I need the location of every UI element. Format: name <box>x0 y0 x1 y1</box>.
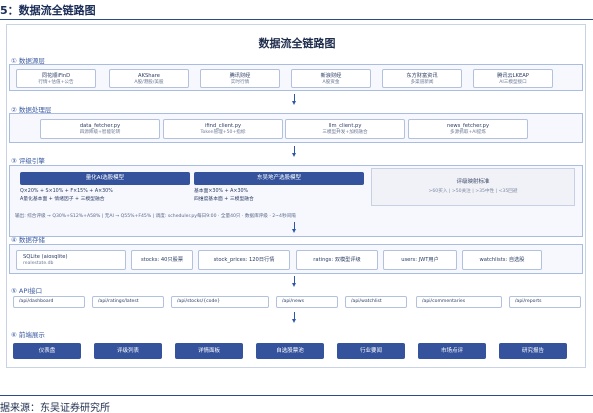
footer-rule <box>0 395 593 396</box>
node-title: llm_client.py <box>328 123 362 129</box>
node-subtitle: 多源抓取+AI提炼 <box>450 130 486 135</box>
source-node-sina: 新浪财经 A股资金 <box>291 69 371 88</box>
section-label-engine: ③ 评级引擎 <box>11 157 45 165</box>
api-endpoint: /api/ratings/latest <box>92 296 164 308</box>
source-node-akshare: AKShare A股/港股/美股 <box>109 69 189 88</box>
flow-arrow-icon <box>292 94 298 106</box>
figure-header: 5：数据流全链路图 <box>0 0 593 20</box>
storage-node-stocks: stocks: 40只股票 <box>131 250 193 270</box>
api-endpoint: /api/commentaries <box>416 296 502 308</box>
node-title: ratings: 双模型评级 <box>313 257 361 263</box>
dw-formula: 基本面×30% + A×30% <box>194 189 249 194</box>
section-label-sources: ① 数据源层 <box>11 57 45 65</box>
section-label-storage: ④ 数据存储 <box>11 236 45 244</box>
frontend-dashboard-button[interactable]: 仪表盘 <box>13 343 81 359</box>
source-node-lkeap: 腾讯云LKEAP AI三模型接口 <box>473 69 553 88</box>
node-subtitle: 四源降级+智能轮转 <box>79 130 121 135</box>
storage-layer: SQLite (aiosqlite) realestate.db stocks:… <box>9 244 583 274</box>
node-subtitle: 实时行情 <box>230 80 250 85</box>
node-title: 东方财富资讯 <box>406 73 438 79</box>
node-title: 同花顺iFinD <box>41 73 71 79</box>
header-rule <box>0 19 593 20</box>
quant-model-header: 量化AI选股模型 <box>20 172 190 185</box>
node-subtitle: AI三模型接口 <box>499 80 527 85</box>
node-subtitle: Token管理+50+指标 <box>200 130 246 135</box>
storage-node-users: users: JWT用户 <box>383 250 457 270</box>
node-subtitle: 多渠道新闻 <box>410 80 434 85</box>
node-title: AKShare <box>138 73 160 79</box>
source-node-ifind: 同花顺iFinD 行情+估值+公告 <box>16 69 96 88</box>
quant-formula: Q×20% + S×10% + F×15% + A×30% <box>20 189 113 194</box>
node-title: users: JWT用户 <box>401 257 439 263</box>
diagram-frame: 数据流全链路图 ① 数据源层 同花顺iFinD 行情+估值+公告 AKShare… <box>6 24 586 368</box>
processor-node-data-fetcher: data_fetcher.py 四源降级+智能轮转 <box>40 119 160 139</box>
flow-arrow-icon <box>292 222 298 234</box>
section-label-frontend: ⑥ 前端展示 <box>11 331 45 339</box>
api-endpoint: /api/stocks/{code} <box>171 296 269 308</box>
section-label-api: ⑤ API接口 <box>11 287 43 295</box>
frontend-watchlist-button[interactable]: 自选股票池 <box>256 343 324 359</box>
frontend-research-report-button[interactable]: 研究报告 <box>499 343 567 359</box>
dw-model-header: 东吴地产选股模型 <box>194 172 364 185</box>
processor-node-ifind-client: ifind_client.py Token管理+50+指标 <box>163 119 283 139</box>
flow-arrow-icon <box>292 146 298 158</box>
processing-layer: data_fetcher.py 四源降级+智能轮转 ifind_client.p… <box>9 113 583 143</box>
processor-node-llm-client: llm_client.py 三模型并发+加权融合 <box>285 119 405 139</box>
api-endpoint: /api/dashboard <box>13 296 85 308</box>
frontend-industry-news-button[interactable]: 行业要闻 <box>337 343 405 359</box>
node-title: 腾讯云LKEAP <box>497 73 529 79</box>
node-subtitle: realestate.db <box>23 261 54 266</box>
flow-arrow-icon <box>292 312 298 324</box>
source-node-eastmoney: 东方财富资讯 多渠道新闻 <box>382 69 462 88</box>
node-title: news_fetcher.py <box>446 123 490 129</box>
api-endpoint: /api/watchlist <box>345 296 407 308</box>
frontend-detail-panel-button[interactable]: 详情面板 <box>175 343 243 359</box>
api-endpoint: /api/reports <box>509 296 581 308</box>
node-subtitle: A股/港股/美股 <box>134 80 164 85</box>
node-title: watchlists: 自选股 <box>479 257 525 263</box>
processor-node-news-fetcher: news_fetcher.py 多源抓取+AI提炼 <box>408 119 528 139</box>
grade-mapping-title: 评级映射标准 <box>456 179 490 185</box>
node-title: stocks: 40只股票 <box>140 257 184 263</box>
sources-layer: 同花顺iFinD 行情+估值+公告 AKShare A股/港股/美股 腾讯财经 … <box>9 64 583 91</box>
grade-mapping-box: 评级映射标准 >60买入 | >50关注 | >35中性 | <35回避 <box>371 168 575 206</box>
node-title: 新浪财经 <box>320 73 342 79</box>
node-title: 腾讯财经 <box>229 73 251 79</box>
frontend-rating-list-button[interactable]: 评级列表 <box>94 343 162 359</box>
api-endpoint: /api/news <box>276 296 338 308</box>
quant-description: A量化基本面 + 情绪因子 + 三模型融合 <box>20 197 105 202</box>
node-subtitle: 三模型并发+加权融合 <box>322 130 368 135</box>
grade-mapping-detail: >60买入 | >50关注 | >35中性 | <35回避 <box>428 189 518 194</box>
dw-description: 四维度基本面 + 三模型融合 <box>194 197 254 202</box>
node-title: stock_prices: 120日行情 <box>213 257 275 263</box>
flow-arrow-icon <box>292 276 298 288</box>
storage-node-ratings: ratings: 双模型评级 <box>296 250 378 270</box>
engine-output-note: 输出: 综合评级 → Q30%+S12%+A58% | 无AI → Q55%+F… <box>15 214 296 219</box>
storage-node-sqlite: SQLite (aiosqlite) realestate.db <box>16 250 126 270</box>
node-title: SQLite (aiosqlite) <box>23 254 68 260</box>
source-note: 据来源：东吴证券研究所 <box>0 403 110 413</box>
storage-node-watchlists: watchlists: 自选股 <box>462 250 542 270</box>
node-subtitle: A股资金 <box>322 80 340 85</box>
node-title: ifind_client.py <box>204 123 242 129</box>
node-title: data_fetcher.py <box>79 123 121 129</box>
section-label-processing: ② 数据处理层 <box>11 106 52 114</box>
source-node-tencent: 腾讯财经 实时行情 <box>200 69 280 88</box>
node-subtitle: 行情+估值+公告 <box>38 80 74 85</box>
storage-node-stock-prices: stock_prices: 120日行情 <box>198 250 290 270</box>
diagram-title: 数据流全链路图 <box>258 37 336 50</box>
figure-title: 5：数据流全链路图 <box>0 4 96 17</box>
frontend-market-commentary-button[interactable]: 市场点评 <box>418 343 486 359</box>
